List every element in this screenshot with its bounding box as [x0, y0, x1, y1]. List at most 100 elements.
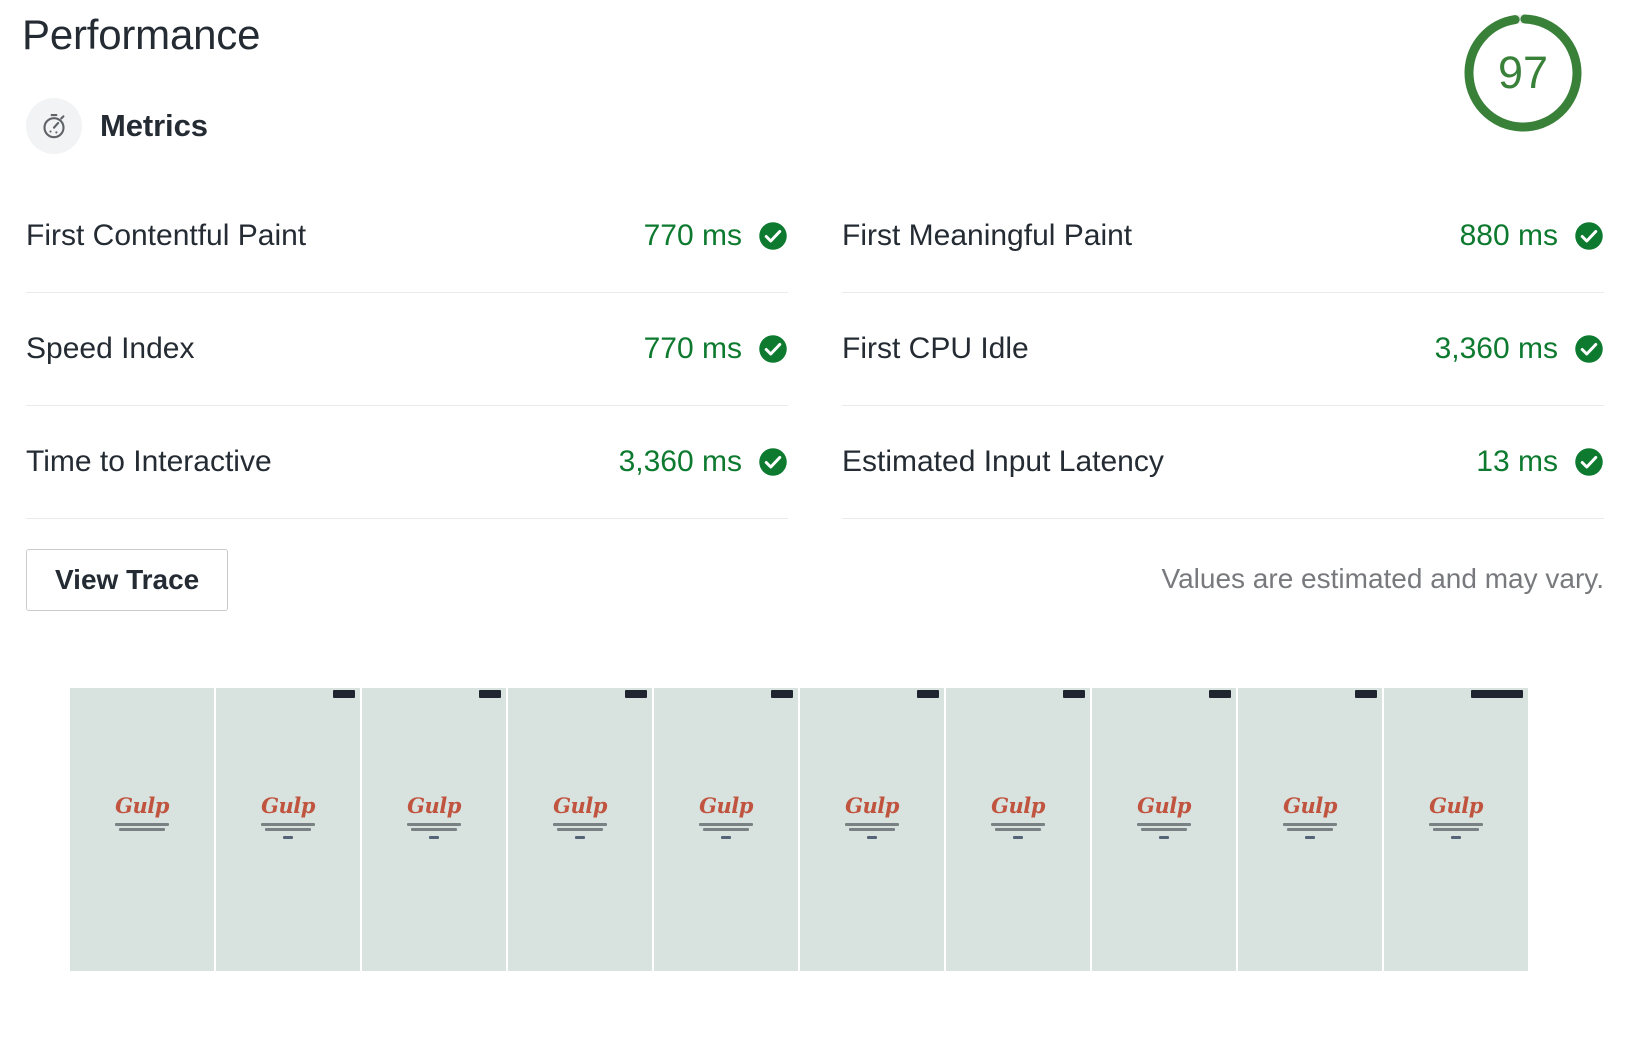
frame-subtext [508, 823, 652, 839]
subtext-line [1283, 823, 1337, 826]
subtext-line [1451, 836, 1461, 839]
estimation-disclaimer: Values are estimated and may vary. [1161, 563, 1604, 594]
stopwatch-icon [26, 98, 82, 154]
metrics-column-left: First Contentful Paint 770 ms Speed Inde… [26, 180, 788, 519]
frame-page-content: Gulp [508, 795, 652, 839]
screenshot-filmstrip: Gulp Gulp [70, 688, 1528, 971]
subtext-line [721, 836, 731, 839]
subtext-line [1287, 828, 1333, 831]
frame-badge-icon [917, 690, 939, 698]
frame-subtext [362, 823, 506, 839]
filmstrip-frame[interactable]: Gulp [946, 688, 1092, 971]
subtext-line [991, 823, 1045, 826]
subtext-line [411, 828, 457, 831]
metric-name: Speed Index [26, 332, 195, 365]
filmstrip-frame[interactable]: Gulp [362, 688, 508, 971]
metric-row[interactable]: First Contentful Paint 770 ms [26, 180, 788, 293]
metrics-title: Metrics [100, 108, 208, 143]
subtext-line [849, 828, 895, 831]
subtext-line [261, 823, 315, 826]
metric-value: 13 ms [1476, 445, 1558, 478]
view-trace-button[interactable]: View Trace [26, 549, 229, 612]
gulp-logo: Gulp [115, 793, 169, 818]
metrics-column-right: First Meaningful Paint 880 ms First CPU … [842, 180, 1604, 519]
subtext-line [703, 828, 749, 831]
subtext-line [1141, 828, 1187, 831]
subtext-line [1433, 828, 1479, 831]
frame-subtext [70, 823, 214, 831]
frame-subtext [654, 823, 798, 839]
filmstrip-frame[interactable]: Gulp [800, 688, 946, 971]
filmstrip-frame[interactable]: Gulp [508, 688, 654, 971]
filmstrip-frame[interactable]: Gulp [1384, 688, 1528, 971]
metric-value: 3,360 ms [618, 445, 742, 478]
subtext-line [1159, 836, 1169, 839]
filmstrip-frame[interactable]: Gulp [70, 688, 216, 971]
metric-name: Time to Interactive [26, 445, 272, 478]
gulp-logo: Gulp [845, 793, 899, 818]
pass-check-icon [759, 335, 787, 363]
metric-row[interactable]: Estimated Input Latency 13 ms [842, 406, 1604, 519]
filmstrip-frame[interactable]: Gulp [216, 688, 362, 971]
frame-badge-icon [333, 690, 355, 698]
gulp-logo: Gulp [553, 793, 607, 818]
subtext-line [845, 823, 899, 826]
pass-check-icon [1575, 335, 1603, 363]
frame-badge-icon [1209, 690, 1231, 698]
metric-row[interactable]: First CPU Idle 3,360 ms [842, 293, 1604, 406]
gulp-logo: Gulp [407, 793, 461, 818]
subtext-line [265, 828, 311, 831]
metric-name: First Meaningful Paint [842, 219, 1133, 252]
gulp-logo: Gulp [991, 793, 1045, 818]
subtext-line [115, 823, 169, 826]
pass-check-icon [1575, 222, 1603, 250]
frame-page-content: Gulp [216, 795, 360, 839]
frame-subtext [1384, 823, 1528, 839]
frame-badge-icon [1471, 690, 1523, 698]
frame-badge-icon [1063, 690, 1085, 698]
frame-page-content: Gulp [654, 795, 798, 839]
metric-row[interactable]: First Meaningful Paint 880 ms [842, 180, 1604, 293]
metric-name: First CPU Idle [842, 332, 1029, 365]
metric-value: 770 ms [643, 332, 742, 365]
frame-badge-icon [1355, 690, 1377, 698]
frame-page-content: Gulp [70, 795, 214, 831]
metric-row[interactable]: Speed Index 770 ms [26, 293, 788, 406]
frame-badge-icon [771, 690, 793, 698]
pass-check-icon [759, 222, 787, 250]
metric-name: Estimated Input Latency [842, 445, 1164, 478]
subtext-line [407, 823, 461, 826]
subtext-line [995, 828, 1041, 831]
filmstrip-frame[interactable]: Gulp [1238, 688, 1384, 971]
footer-left: View Trace [26, 549, 788, 612]
subtext-line [699, 823, 753, 826]
subtext-line [1305, 836, 1315, 839]
frame-badge-icon [625, 690, 647, 698]
metrics-footer: View Trace Values are estimated and may … [0, 519, 1630, 612]
frame-badge-icon [479, 690, 501, 698]
pass-check-icon [759, 448, 787, 476]
subtext-line [867, 836, 877, 839]
frame-subtext [1092, 823, 1236, 839]
score-arc-icon [1464, 14, 1582, 132]
gulp-logo: Gulp [1429, 793, 1483, 818]
frame-page-content: Gulp [1384, 795, 1528, 839]
subtext-line [575, 836, 585, 839]
filmstrip-frame[interactable]: Gulp [1092, 688, 1238, 971]
frame-subtext [216, 823, 360, 839]
gulp-logo: Gulp [261, 793, 315, 818]
gulp-logo: Gulp [1137, 793, 1191, 818]
frame-subtext [800, 823, 944, 839]
performance-score-gauge[interactable]: 97 [1458, 8, 1588, 138]
frame-subtext [946, 823, 1090, 839]
metric-row[interactable]: Time to Interactive 3,360 ms [26, 406, 788, 519]
filmstrip-frame[interactable]: Gulp [654, 688, 800, 971]
subtext-line [1013, 836, 1023, 839]
subtext-line [553, 823, 607, 826]
metrics-grid: First Contentful Paint 770 ms Speed Inde… [0, 180, 1630, 519]
frame-page-content: Gulp [1238, 795, 1382, 839]
frame-page-content: Gulp [946, 795, 1090, 839]
gulp-logo: Gulp [1283, 793, 1337, 818]
subtext-line [1429, 823, 1483, 826]
